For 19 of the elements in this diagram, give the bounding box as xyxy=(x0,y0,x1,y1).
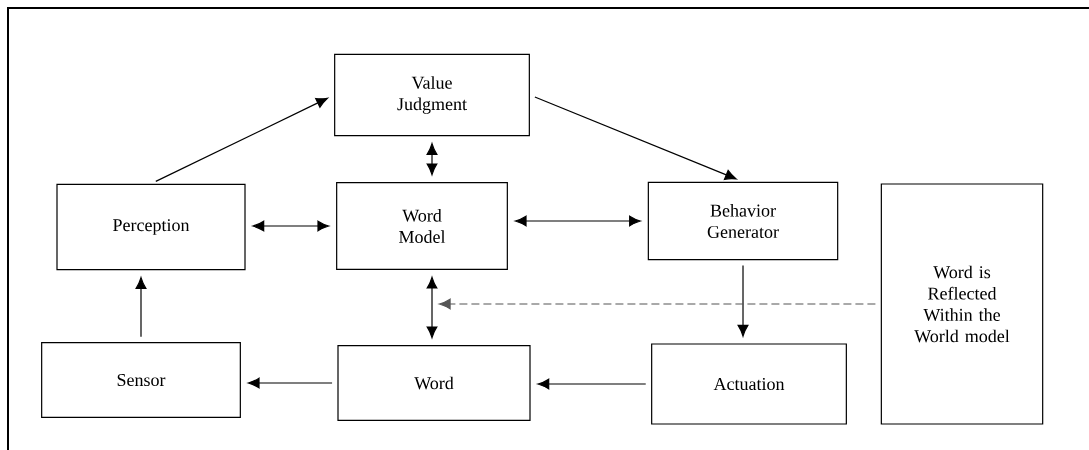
arrow xyxy=(426,143,438,176)
process-box: Word xyxy=(337,345,531,421)
process-box: Value Judgment xyxy=(334,53,530,137)
arrow xyxy=(514,215,641,227)
note-box: Word is Reflected Within the World model xyxy=(880,183,1044,425)
arrow xyxy=(252,220,330,232)
process-box: Word Model xyxy=(336,182,508,270)
arrow xyxy=(537,378,647,390)
arrow xyxy=(247,377,333,389)
process-box: Perception xyxy=(56,183,246,271)
process-box: Actuation xyxy=(651,343,847,425)
process-box: Behavior Generator xyxy=(647,181,839,261)
arrow xyxy=(737,265,749,337)
arrow xyxy=(438,298,876,310)
process-box: Sensor xyxy=(41,342,241,418)
arrow xyxy=(135,277,147,338)
arrow xyxy=(534,96,737,180)
arrow xyxy=(426,276,438,339)
arrow xyxy=(155,97,328,182)
